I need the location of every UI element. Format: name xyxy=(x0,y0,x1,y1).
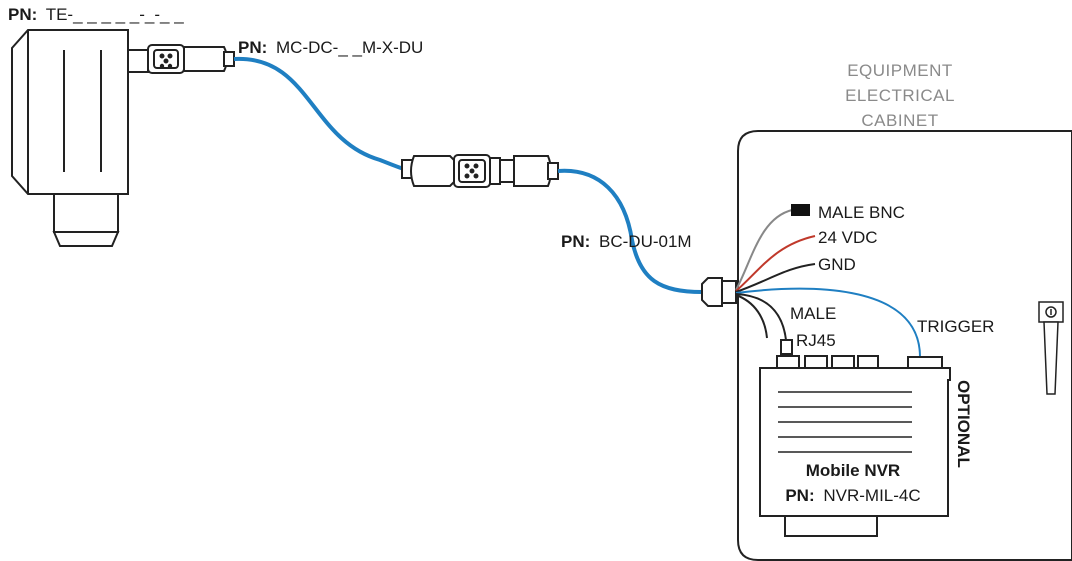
cable1-wire xyxy=(233,56,405,171)
rj45-plug xyxy=(780,339,793,355)
camera-pn-prefix: PN: xyxy=(8,5,37,24)
male-label: MALE xyxy=(790,304,836,323)
cable2-pn-value: BC-DU-01M xyxy=(599,232,692,251)
cable1-pn-prefix: PN: xyxy=(238,38,267,57)
cable2-pn-label: PN: BC-DU-01M xyxy=(561,232,692,251)
nvr-pn-prefix: PN: xyxy=(785,486,814,505)
cabinet-label-line3: CABINET xyxy=(861,111,938,130)
cabinet-label-line2: ELECTRICAL xyxy=(845,86,955,105)
mobile-nvr xyxy=(759,367,951,537)
camera xyxy=(11,29,149,247)
trigger-label: TRIGGER xyxy=(917,317,994,336)
camera-pn-label: PN: TE-_ _ _ _ _-_-_ _ xyxy=(8,5,184,24)
gnd-label: GND xyxy=(818,255,856,274)
vdc-label: 24 VDC xyxy=(818,228,878,247)
optional-label: OPTIONAL xyxy=(954,380,973,468)
nvr-pn-label: PN: NVR-MIL-4C xyxy=(785,486,920,505)
trigger-sensor-icon xyxy=(1038,301,1064,395)
nvr-name: Mobile NVR xyxy=(806,461,900,480)
wire-gnd xyxy=(735,263,816,293)
wire-24vdc xyxy=(735,235,816,292)
cable1-pn-label: PN: MC-DC-_ _M-X-DU xyxy=(238,38,423,57)
wire-bnc xyxy=(735,209,793,291)
cabinet-gland xyxy=(701,277,737,307)
bnc-connector-icon xyxy=(791,204,810,216)
cable2-pn-prefix: PN: xyxy=(561,232,590,251)
equipment-cabinet xyxy=(737,130,1072,561)
rj45-label: RJ45 xyxy=(796,331,836,350)
camera-pn-value: TE-_ _ _ _ _-_-_ _ xyxy=(46,5,185,24)
wire-trigger xyxy=(735,287,921,358)
wire-rj45 xyxy=(735,293,787,341)
middle-connector xyxy=(401,154,559,188)
male-bnc-label: MALE BNC xyxy=(818,203,905,222)
nvr-pn-value: NVR-MIL-4C xyxy=(823,486,920,505)
cabinet-wires xyxy=(735,209,921,358)
cable1-pn-value: MC-DC-_ _M-X-DU xyxy=(276,38,423,57)
cabinet-label-line1: EQUIPMENT xyxy=(847,61,953,80)
camera-connector xyxy=(147,44,235,74)
cable2-wire xyxy=(557,168,703,294)
wire-extra xyxy=(735,294,768,339)
